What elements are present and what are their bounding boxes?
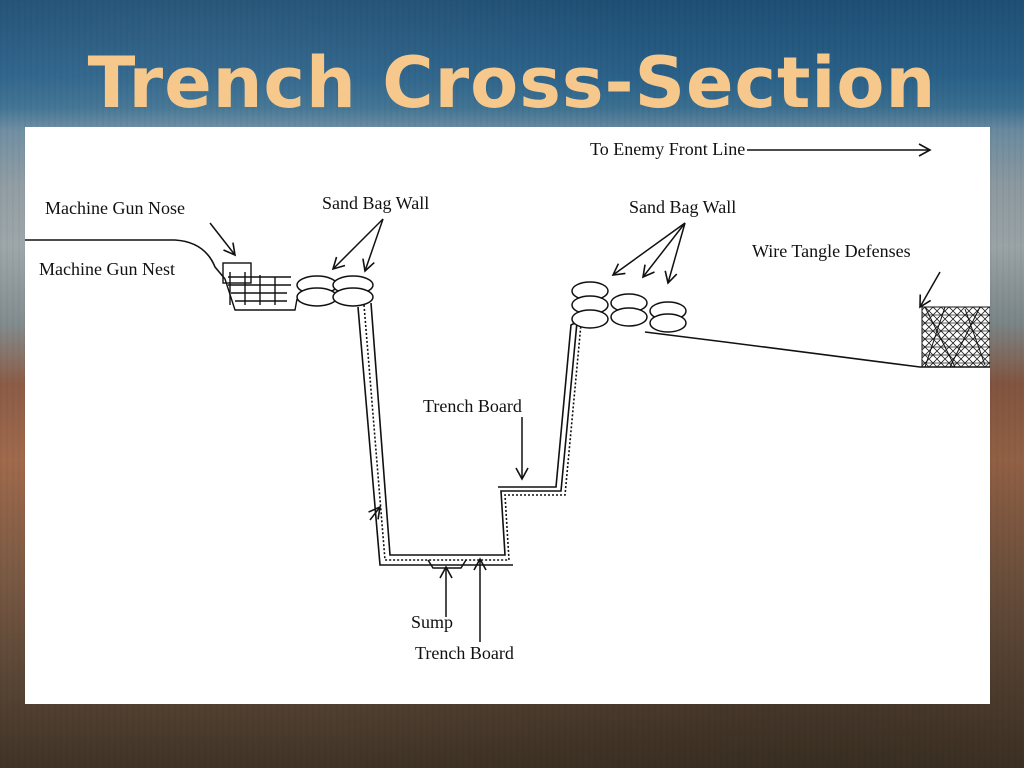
trench-diagram: To Enemy Front Line Machine Gun Nose Mac… [25,127,990,704]
label-trench-board-floor: Trench Board [415,643,514,663]
trench-walls [357,302,582,566]
label-wire-tangle-defenses: Wire Tangle Defenses [752,241,911,261]
label-sump: Sump [411,612,454,632]
machine-gun-nest [222,262,298,311]
sand-bags-right [571,281,687,333]
left-ground-line [25,239,226,280]
page-title: Trench Cross-Section [87,42,937,124]
label-sand-bag-wall-left: Sand Bag Wall [322,193,430,213]
label-trench-board-step: Trench Board [423,396,522,416]
label-machine-gun-nose: Machine Gun Nose [45,198,185,218]
sump [427,559,467,569]
label-machine-gun-nest: Machine Gun Nest [39,259,175,279]
label-arrows [209,143,941,642]
label-enemy-front-line: To Enemy Front Line [590,139,746,159]
sand-bags-left [296,275,374,307]
label-sand-bag-wall-right: Sand Bag Wall [629,197,737,217]
wire-tangle [921,306,990,368]
trench-diagram-drawing [25,143,990,642]
